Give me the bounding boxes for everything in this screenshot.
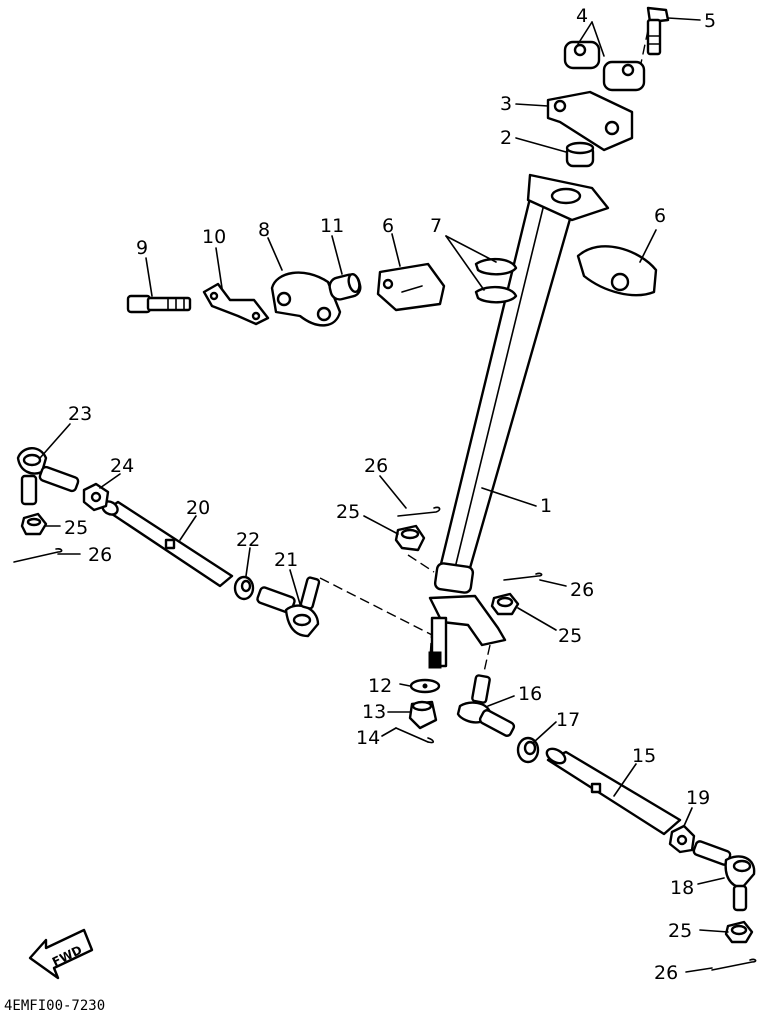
callout-23: 23 xyxy=(68,403,92,425)
callout-10: 10 xyxy=(202,226,226,248)
callout-2: 2 xyxy=(500,127,512,149)
callout-19: 19 xyxy=(686,787,710,809)
callout-8: 8 xyxy=(258,219,270,241)
callout-18: 18 xyxy=(670,877,694,899)
pivot-pin xyxy=(328,272,362,301)
column-holder-half-right xyxy=(576,245,658,297)
callout-3: 3 xyxy=(500,93,512,115)
forward-arrow-icon: FWD xyxy=(28,928,94,980)
callout-6-left: 6 xyxy=(382,215,394,237)
callout-9: 9 xyxy=(136,237,148,259)
callout-25-b: 25 xyxy=(336,501,360,523)
castle-nut-13 xyxy=(408,700,438,730)
callout-15: 15 xyxy=(632,745,656,767)
callout-26-b: 26 xyxy=(364,455,388,477)
callout-12: 12 xyxy=(368,675,392,697)
column-holder xyxy=(546,90,634,152)
callout-26-c: 26 xyxy=(570,579,594,601)
column-bushing xyxy=(565,141,595,168)
tie-rod-end-16 xyxy=(456,674,516,737)
callout-22: 22 xyxy=(236,529,260,551)
callout-25-d: 25 xyxy=(668,920,692,942)
callout-4: 4 xyxy=(576,5,588,27)
callout-17: 17 xyxy=(556,709,580,731)
upper-holders xyxy=(563,40,646,92)
castle-nut-25a xyxy=(20,512,48,536)
callout-13: 13 xyxy=(362,701,386,723)
callout-20: 20 xyxy=(186,497,210,519)
callout-21: 21 xyxy=(274,549,298,571)
washer xyxy=(409,678,441,694)
castle-nut-25d xyxy=(724,920,754,944)
column-holder-half-left xyxy=(376,262,446,312)
lock-plate xyxy=(270,271,342,327)
diagram-code: 4EMFI00-7230 xyxy=(4,998,105,1014)
lock-nut-22 xyxy=(233,575,255,601)
holder-bolt xyxy=(646,6,670,56)
cotter-pin-14 xyxy=(395,727,435,744)
lock-washer xyxy=(202,282,270,326)
lock-nut-24 xyxy=(82,482,110,512)
callout-26-a: 26 xyxy=(88,544,112,566)
tie-rod-right xyxy=(545,747,682,836)
callouts: 1 2 3 4 5 6 6 7 8 9 10 11 12 13 14 15 16… xyxy=(64,5,716,984)
tie-rod-end-18 xyxy=(692,840,756,912)
lock-nut-19 xyxy=(668,824,696,854)
callout-6-right: 6 xyxy=(654,205,666,227)
callout-25-a: 25 xyxy=(64,517,88,539)
tie-rod-left xyxy=(101,500,234,588)
leader-lines xyxy=(39,17,729,973)
castle-nut-25c xyxy=(490,592,520,616)
steering-column xyxy=(428,173,610,669)
callout-14: 14 xyxy=(356,727,380,749)
callout-25-c: 25 xyxy=(558,625,582,647)
callout-11: 11 xyxy=(320,215,344,237)
callout-5: 5 xyxy=(704,10,716,32)
cotter-pins xyxy=(13,506,757,971)
callout-1: 1 xyxy=(540,495,552,517)
callout-24: 24 xyxy=(110,455,134,477)
plate-bolt xyxy=(126,294,192,314)
tie-rod-end-21 xyxy=(256,576,321,638)
lock-nut-17 xyxy=(516,736,540,764)
tie-rod-end-23 xyxy=(16,447,80,506)
castle-nut-25b xyxy=(394,524,426,552)
callout-16: 16 xyxy=(518,683,542,705)
callout-7: 7 xyxy=(430,215,442,237)
callout-26-d: 26 xyxy=(654,962,678,984)
